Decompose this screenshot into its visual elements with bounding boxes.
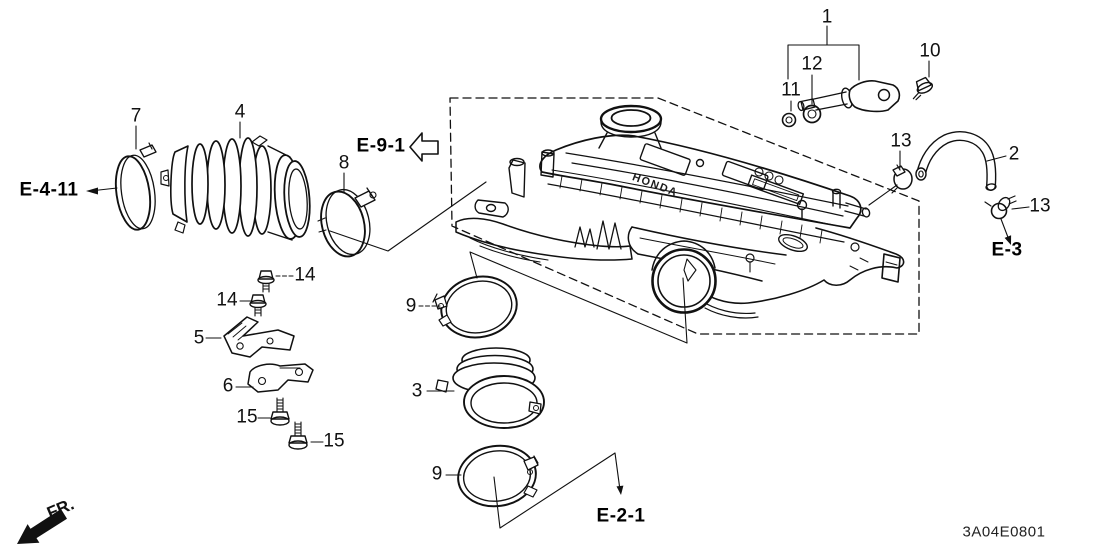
o-ring-12 — [802, 104, 822, 124]
ref-label-e-9-1: E-9-1 — [356, 135, 406, 157]
engine-assembly: HONDA — [455, 104, 905, 319]
bolt-14-b — [249, 294, 267, 317]
bolt-towers — [508, 149, 555, 198]
part-label-3: 3 — [411, 380, 423, 402]
diagram-code: 3A04E0801 — [962, 523, 1046, 541]
bracket-6 — [247, 363, 314, 393]
bolt-15-a — [270, 397, 290, 426]
part-label-11: 11 — [781, 79, 801, 101]
part-label-13: 13 — [1029, 195, 1051, 217]
part-label-2: 2 — [1008, 143, 1020, 165]
arrow-to-e-3 — [1004, 235, 1012, 245]
part-label-9: 9 — [405, 295, 417, 317]
clamp-13-a — [891, 164, 913, 194]
clamp-7 — [114, 142, 157, 231]
joint-13-b — [984, 195, 1017, 220]
o-ring-11 — [781, 112, 797, 128]
part-label-14: 14 — [294, 264, 316, 286]
part-label-9: 9 — [431, 463, 443, 485]
coil-blocks — [639, 143, 842, 219]
ref-label-e-2-1: E-2-1 — [596, 505, 646, 527]
arrow-to-e-4-11 — [86, 187, 98, 195]
part-label-1: 1 — [821, 6, 833, 28]
part-label-7: 7 — [130, 105, 142, 127]
valve-cover-outline — [539, 134, 862, 229]
leader-arrowheads — [86, 187, 1012, 495]
throttle-inlet — [651, 240, 717, 314]
breather-port-stub — [844, 202, 871, 218]
part-label-6: 6 — [222, 375, 234, 397]
part-label-12: 12 — [801, 53, 823, 75]
pcv-valve-1 — [797, 80, 901, 113]
part-label-10: 10 — [919, 40, 941, 62]
air-cleaner-hose-3 — [435, 347, 545, 429]
ref-label-e-4-11: E-4-11 — [19, 179, 79, 201]
manifold-body — [455, 217, 633, 261]
cover-rib-hatching — [559, 175, 823, 244]
clamp-8 — [317, 187, 377, 258]
part-label-8: 8 — [338, 152, 350, 174]
bolt-14-a — [257, 270, 275, 293]
manifold-arm — [696, 227, 905, 319]
part-label-15: 15 — [236, 406, 258, 428]
part-label-15: 15 — [323, 430, 345, 452]
fr-direction-text: FR. — [44, 494, 77, 522]
bolt-15-b — [288, 421, 308, 450]
ref-label-e-3: E-3 — [991, 239, 1023, 261]
manifold-springs — [574, 220, 622, 250]
part-label-13: 13 — [890, 130, 912, 152]
arrow-to-e-2-1 — [616, 485, 624, 495]
part-label-5: 5 — [193, 327, 205, 349]
e-9-1-block-arrow-icon — [409, 132, 439, 162]
dashed-boundary-box — [449, 97, 920, 335]
breather-hose-2 — [915, 131, 997, 191]
part-label-4: 4 — [234, 101, 246, 123]
part-label-14: 14 — [216, 289, 238, 311]
cover-flange-foot — [474, 199, 509, 218]
air-intake-duct-4 — [160, 135, 311, 241]
clamp-9-upper — [432, 275, 518, 339]
oil-cap — [598, 104, 663, 149]
leader-lines — [89, 25, 1030, 529]
clamp-9-lower — [457, 444, 539, 508]
bracket-5 — [223, 316, 295, 358]
fr-direction-arrow-icon: FR. — [17, 494, 77, 544]
bolt-10 — [912, 76, 934, 101]
